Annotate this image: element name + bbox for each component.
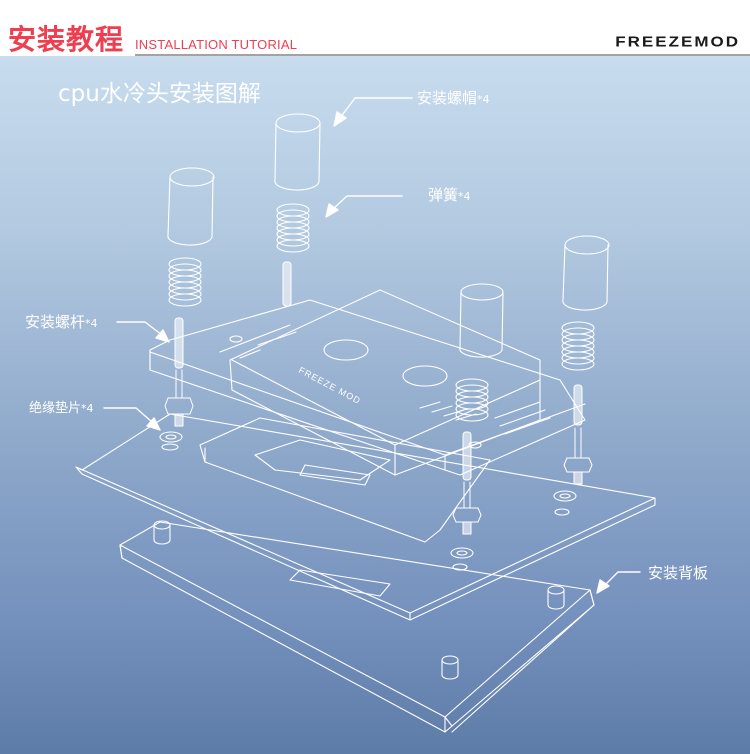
washer <box>160 432 182 442</box>
inlet-port <box>324 340 368 360</box>
label-nut-text: 安装螺帽 <box>417 89 478 107</box>
callout-arrow-washer <box>104 408 160 430</box>
cap-nut <box>168 168 214 245</box>
screw <box>564 385 592 484</box>
water-block: FREEZE MOD <box>230 290 540 475</box>
block-engraving: FREEZE MOD <box>297 365 363 406</box>
label-backplate-text: 安装背板 <box>648 564 709 582</box>
washer <box>554 491 576 501</box>
label-washer: 绝缘垫片*4 <box>29 400 94 418</box>
motherboard-plate <box>76 414 655 620</box>
spring <box>456 379 488 421</box>
backplate <box>120 521 594 732</box>
diagram-title: cpu水冷头安装图解 <box>58 81 261 107</box>
label-nut-qty: *4 <box>477 93 490 106</box>
cap-nut <box>563 236 609 310</box>
fitting <box>460 284 503 357</box>
outlet-port <box>403 366 447 386</box>
label-spring-text: 弹簧 <box>428 186 459 204</box>
label-screw: 安装螺杆*4 <box>25 313 98 333</box>
diagram-canvas: FREEZE MOD <box>0 56 750 754</box>
exploded-diagram: FREEZE MOD <box>0 56 750 754</box>
screw <box>165 318 193 426</box>
label-screw-text: 安装螺杆 <box>25 313 86 331</box>
page-title: 安装教程 <box>8 23 125 56</box>
brand-logo: FREEZEMOD <box>615 33 740 50</box>
callout-arrow-nut <box>334 98 412 126</box>
page-subtitle: INSTALLATION TUTORIAL <box>135 37 298 52</box>
label-backplate: 安装背板 <box>648 564 708 582</box>
screw <box>283 262 291 306</box>
label-spring: 弹簧*4 <box>428 186 471 206</box>
label-washer-text: 绝缘垫片 <box>29 401 82 416</box>
label-screw-qty: *4 <box>85 317 98 330</box>
backplate-standoff <box>154 521 170 544</box>
backplate-standoff <box>548 586 564 609</box>
spring <box>562 322 594 370</box>
label-nut: 安装螺帽*4 <box>417 89 490 109</box>
screw <box>453 432 481 534</box>
callout-arrow-backplate <box>597 572 640 593</box>
header-divider <box>135 54 750 57</box>
spring <box>169 258 201 306</box>
spring <box>277 204 309 252</box>
callout-arrow-spring <box>326 196 402 217</box>
callout-arrow-screw <box>117 322 169 342</box>
mounting-bracket <box>150 300 585 475</box>
backplate-standoff <box>442 656 458 679</box>
cap-nut <box>275 114 320 190</box>
header: 安装教程 INSTALLATION TUTORIAL FREEZEMOD <box>0 0 750 57</box>
washer <box>451 548 473 558</box>
label-washer-qty: *4 <box>81 402 94 415</box>
label-spring-qty: *4 <box>458 190 471 203</box>
